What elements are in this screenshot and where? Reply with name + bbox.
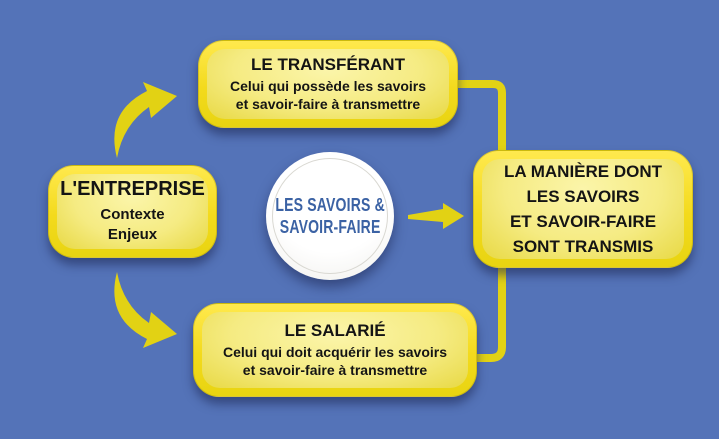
- node-salarie-title: LE SALARIÉ: [284, 321, 386, 340]
- connector-bottom-elbow: [471, 264, 506, 362]
- circle-label-line2: SAVOIR-FAIRE: [279, 217, 381, 237]
- node-salarie-panel: LE SALARIÉ Celui qui doit acquérir les s…: [202, 312, 468, 388]
- node-transferant-body-line1: Celui qui possède les savoirs: [229, 78, 427, 94]
- arrow-right-icon: [408, 203, 464, 229]
- node-entreprise: L'ENTREPRISE Contexte Enjeux: [48, 165, 217, 258]
- circle-label: LES SAVOIRS & SAVOIR-FAIRE: [275, 194, 384, 238]
- node-salarie-body-line1: Celui qui doit acquérir les savoirs: [222, 344, 448, 360]
- node-maniere-line4: SONT TRANSMIS: [512, 237, 654, 256]
- node-entreprise-body-line1: Contexte: [100, 206, 165, 223]
- node-entreprise-body-line2: Enjeux: [107, 226, 158, 243]
- node-salarie-body-line2: et savoir-faire à transmettre: [242, 362, 428, 378]
- node-entreprise-title: L'ENTREPRISE: [60, 178, 205, 200]
- node-transferant-panel: LE TRANSFÉRANT Celui qui possède les sav…: [207, 49, 449, 119]
- connector-top-elbow: [452, 80, 506, 158]
- curved-arrow-down-icon: [114, 272, 177, 348]
- circle-label-line1: LES SAVOIRS &: [275, 195, 385, 215]
- node-transferant: LE TRANSFÉRANT Celui qui possède les sav…: [198, 40, 458, 128]
- node-center-circle: LES SAVOIRS & SAVOIR-FAIRE: [266, 152, 394, 280]
- node-salarie: LE SALARIÉ Celui qui doit acquérir les s…: [193, 303, 477, 397]
- node-transferant-body-line2: et savoir-faire à transmettre: [235, 96, 421, 112]
- circle-ring: LES SAVOIRS & SAVOIR-FAIRE: [272, 158, 388, 274]
- node-maniere-panel: LA MANIÈRE DONT LES SAVOIRS ET SAVOIR-FA…: [482, 159, 684, 259]
- curved-arrow-up-icon: [114, 82, 177, 158]
- node-maniere: LA MANIÈRE DONT LES SAVOIRS ET SAVOIR-FA…: [473, 150, 693, 268]
- node-maniere-line3: ET SAVOIR-FAIRE: [509, 212, 657, 231]
- node-maniere-line2: LES SAVOIRS: [526, 187, 640, 206]
- node-maniere-line1: LA MANIÈRE DONT: [503, 162, 663, 181]
- node-entreprise-panel: L'ENTREPRISE Contexte Enjeux: [57, 174, 208, 249]
- node-transferant-title: LE TRANSFÉRANT: [251, 55, 405, 74]
